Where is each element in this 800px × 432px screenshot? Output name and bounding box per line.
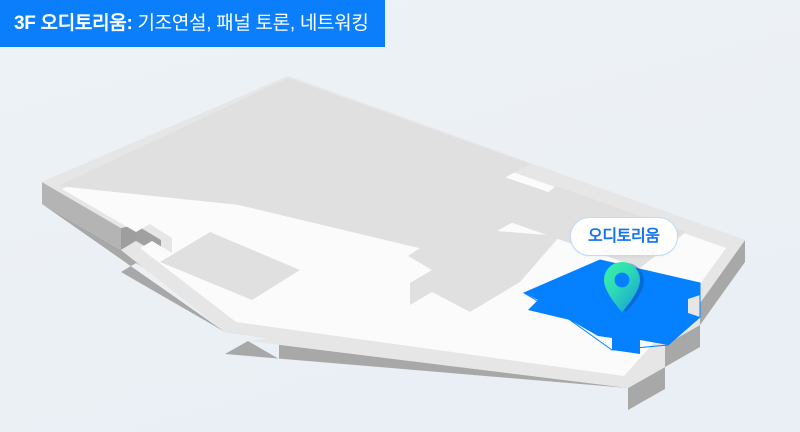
auditorium-tooltip-label: 오디토리움 <box>588 227 660 245</box>
room-auditorium-edge <box>522 259 701 351</box>
location-pin-icon[interactable] <box>604 262 644 312</box>
banner-subtitle: 기조연설, 패널 토론, 네트워킹 <box>137 13 369 34</box>
auditorium-tooltip[interactable]: 오디토리움 <box>570 217 678 256</box>
slab-left-edge <box>42 182 121 250</box>
slab-side-extrusion <box>42 182 745 410</box>
pin-hole <box>614 272 630 288</box>
room-west-small[interactable] <box>160 232 300 300</box>
room-east-notched[interactable] <box>408 208 560 312</box>
room-auditorium[interactable] <box>524 260 700 354</box>
floor-title-banner: 3F 오디토리움: 기조연설, 패널 토론, 네트워킹 <box>0 0 385 47</box>
banner-title: 3F 오디토리움: <box>14 13 133 34</box>
